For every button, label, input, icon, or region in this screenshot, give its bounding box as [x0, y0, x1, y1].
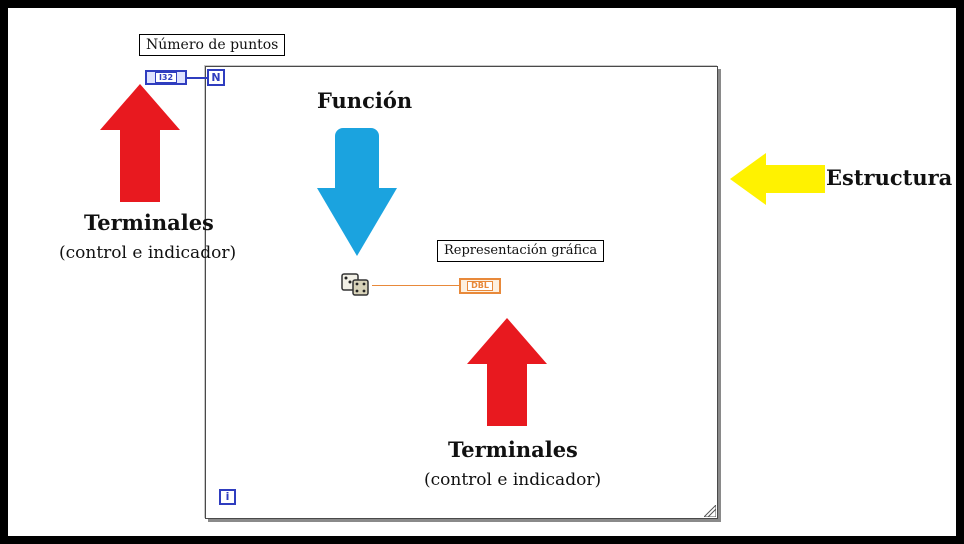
- annotation-terminales-bottom: Terminales: [448, 437, 578, 462]
- iteration-terminal-i[interactable]: i: [219, 489, 236, 505]
- label-numero-de-puntos: Número de puntos: [139, 34, 286, 56]
- resize-corner-icon[interactable]: [704, 505, 716, 517]
- annotation-terminales-bottom-sub: (control e indicador): [424, 470, 602, 490]
- dbl-indicator-terminal[interactable]: DBL: [459, 278, 501, 294]
- count-terminal-n[interactable]: N: [207, 69, 225, 86]
- i32-control-terminal[interactable]: I32: [145, 70, 187, 85]
- red-arrow-up-bottom-icon: [467, 318, 547, 426]
- orange-wire: [372, 285, 460, 286]
- annotation-estructura: Estructura: [826, 165, 953, 190]
- blue-arrow-down-icon: [317, 128, 397, 256]
- annotation-terminales-left: Terminales: [84, 210, 214, 235]
- yellow-arrow-left-icon: [730, 153, 825, 205]
- label-representacion-grafica: Representación gráfica: [437, 240, 605, 262]
- dbl-terminal-text: DBL: [467, 281, 493, 291]
- annotation-funcion: Función: [317, 88, 413, 113]
- blue-wire: [187, 77, 207, 79]
- annotation-terminales-left-sub: (control e indicador): [59, 243, 237, 263]
- red-arrow-up-left-icon: [100, 84, 180, 202]
- dice-icon[interactable]: [340, 270, 372, 298]
- i32-terminal-text: I32: [154, 72, 178, 83]
